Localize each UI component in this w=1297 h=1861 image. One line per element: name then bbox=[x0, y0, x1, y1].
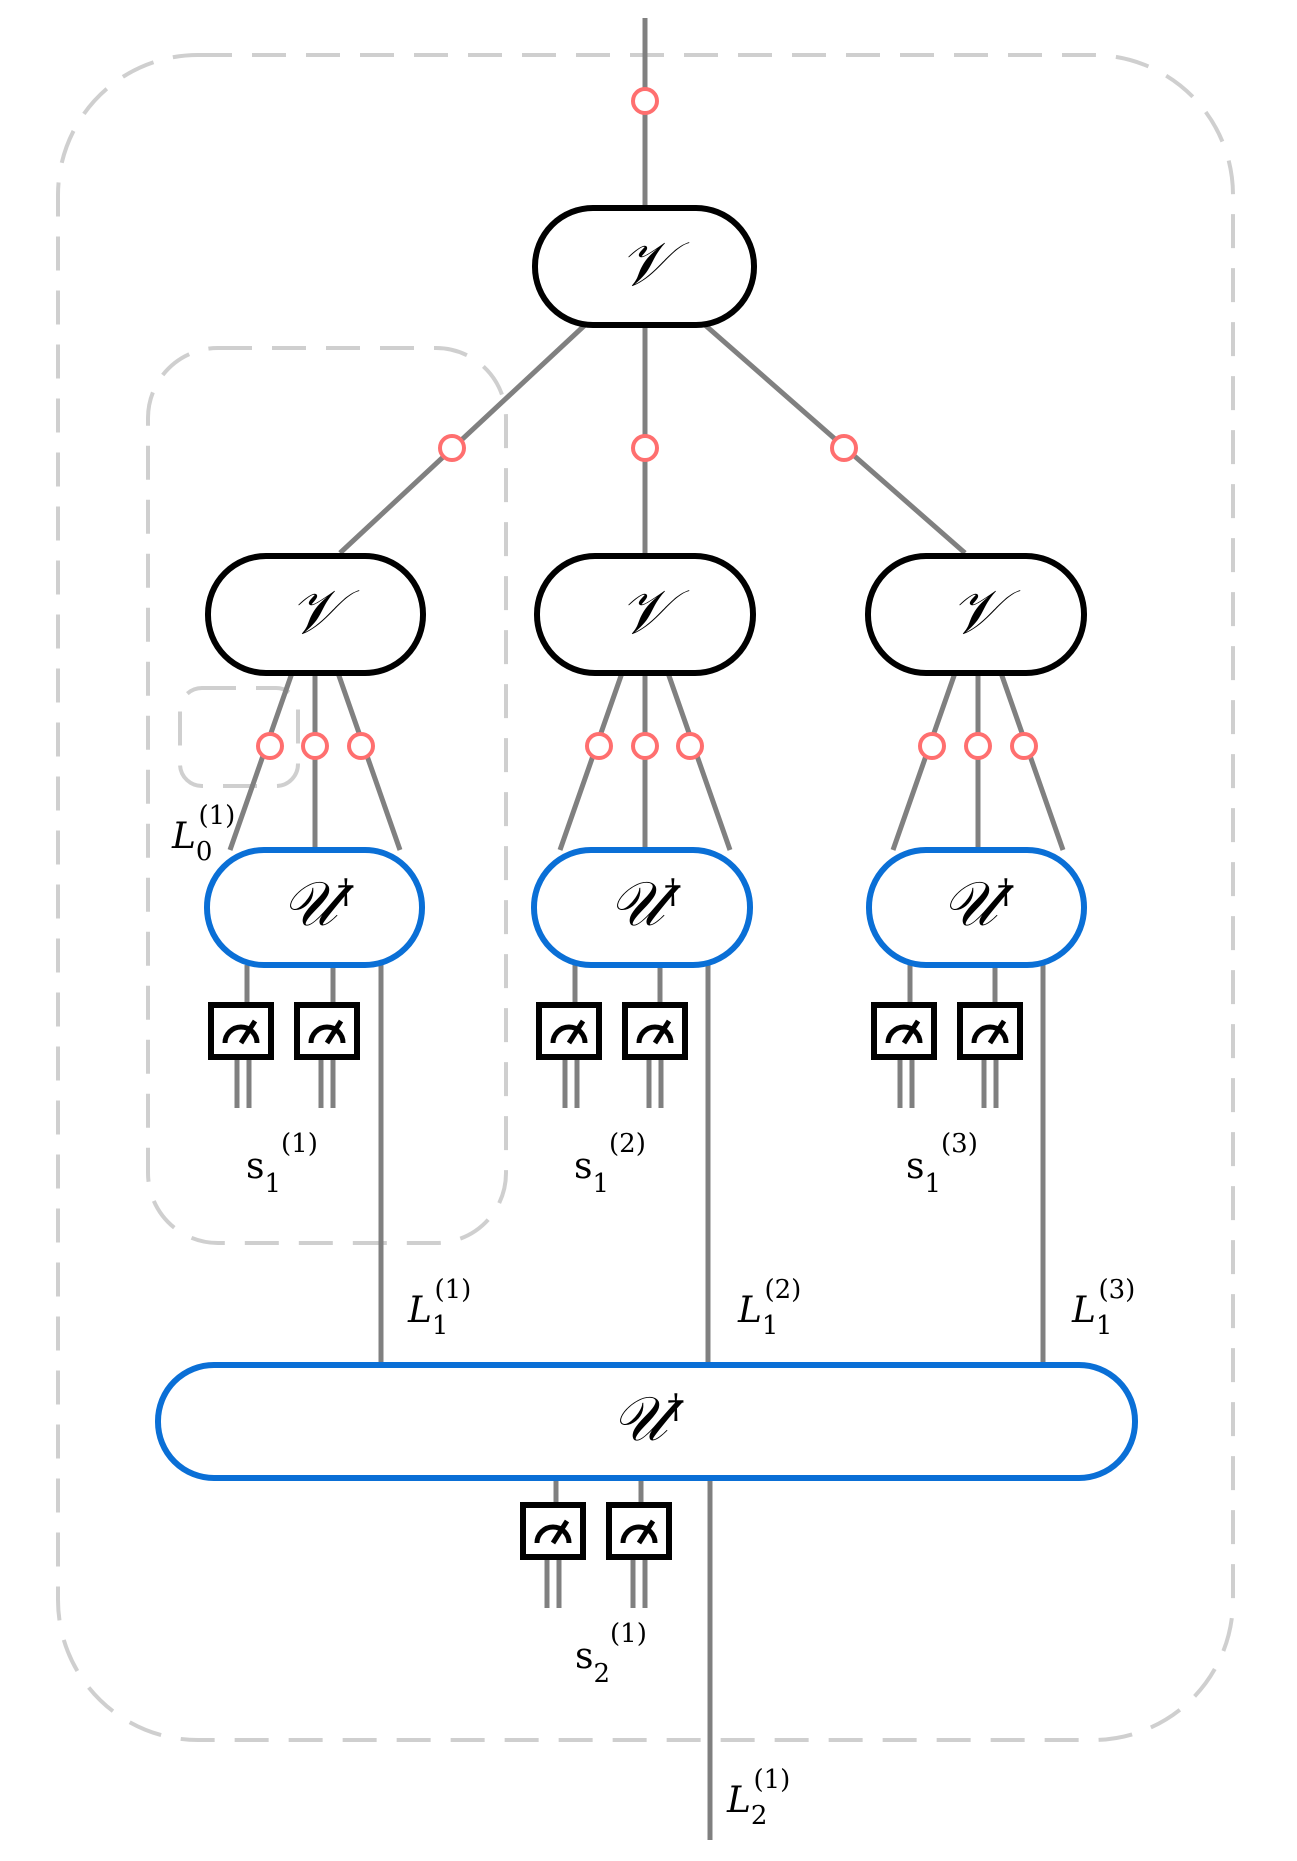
label-s1-2: s1(2) bbox=[574, 1129, 646, 1199]
measurement-icon bbox=[957, 1002, 1023, 1060]
unitary-gate-middle bbox=[531, 847, 753, 968]
measurement-icon bbox=[520, 1502, 586, 1560]
label-s1-1: s1(1) bbox=[246, 1129, 318, 1199]
wire-v3-u3-a bbox=[890, 672, 958, 851]
wire-v3-u3-c bbox=[998, 672, 1066, 851]
measurement-icons bbox=[208, 1002, 1023, 1560]
measurement-icon bbox=[606, 1502, 672, 1560]
measurement-icon bbox=[622, 1002, 688, 1060]
node-l2 bbox=[301, 732, 329, 760]
small-dashed-region bbox=[178, 686, 300, 788]
wire-v2-u2-a bbox=[557, 672, 625, 851]
label-L2-1: L2(1) bbox=[726, 1765, 790, 1831]
isometry-gate-right bbox=[865, 553, 1087, 676]
node-left bbox=[438, 434, 466, 462]
node-middle bbox=[631, 434, 659, 462]
label-L1-1: L1(1) bbox=[407, 1275, 471, 1341]
measurement-icon bbox=[294, 1002, 360, 1060]
node-l1 bbox=[256, 732, 284, 760]
isometry-gate-top bbox=[532, 205, 757, 328]
node-m1 bbox=[585, 732, 613, 760]
wire-v2-u2-c bbox=[665, 672, 733, 851]
unitary-gate-left bbox=[204, 847, 425, 968]
measurement-icon bbox=[536, 1002, 602, 1060]
label-s1-3: s1(3) bbox=[906, 1129, 978, 1199]
measurement-icon bbox=[208, 1002, 274, 1060]
isometry-gate-middle bbox=[534, 553, 756, 676]
node-right bbox=[830, 434, 858, 462]
unitary-gate-right bbox=[866, 847, 1087, 968]
node-l3 bbox=[347, 732, 375, 760]
node-m3 bbox=[676, 732, 704, 760]
tensor-nodes bbox=[256, 87, 1038, 760]
node-m2 bbox=[631, 732, 659, 760]
wire-v1-u1-c bbox=[335, 672, 403, 851]
label-L1-2: L1(2) bbox=[737, 1275, 801, 1341]
label-L0-1: L0(1) bbox=[171, 801, 235, 867]
node-r2 bbox=[964, 732, 992, 760]
node-r3 bbox=[1010, 732, 1038, 760]
isometry-gate-left bbox=[205, 553, 426, 676]
classical-lines bbox=[234, 1058, 999, 1608]
label-s2-1: s2(1) bbox=[575, 1619, 647, 1689]
node-r1 bbox=[918, 732, 946, 760]
wire-v1-u1-a bbox=[227, 672, 295, 851]
unitary-gate-bottom bbox=[155, 1362, 1138, 1481]
node-top bbox=[631, 87, 659, 115]
inner-dashed-region bbox=[146, 346, 508, 1245]
label-L1-3: L1(3) bbox=[1071, 1275, 1135, 1341]
measurement-icon bbox=[871, 1002, 937, 1060]
